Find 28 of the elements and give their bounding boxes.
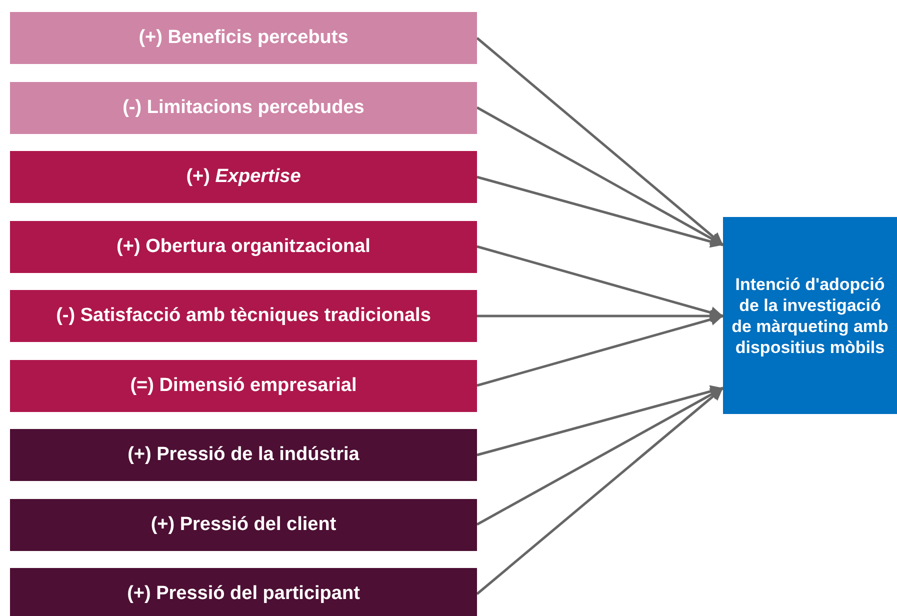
node-label: (+) Pressió del participant xyxy=(127,583,360,605)
node-label: Intenció d'adopció de la investigació de màrqueting amb dispositius mòbils xyxy=(730,274,890,358)
node-label: (+) Beneficis percebuts xyxy=(138,27,348,49)
factor-box xyxy=(10,290,477,342)
outcome-box xyxy=(723,217,897,414)
arrow xyxy=(476,387,724,595)
arrow xyxy=(476,385,724,456)
factor-box xyxy=(10,82,477,134)
factor-box xyxy=(10,220,477,272)
factor-box xyxy=(10,498,477,550)
node-label: (+) Pressió de la indústria xyxy=(128,444,360,466)
node-label: (=) Dimensió empresarial xyxy=(130,374,357,396)
arrow xyxy=(476,313,724,387)
node-label: (+) Pressió del client xyxy=(150,514,336,536)
arrow xyxy=(476,176,724,248)
arrow xyxy=(476,106,724,246)
node-label: (-) Satisfacció amb tècniques tradicionals xyxy=(56,305,431,327)
factor-box xyxy=(10,151,477,203)
arrow xyxy=(476,386,724,526)
node-label: (+) Expertise xyxy=(186,166,301,188)
node-label: (+) Obertura organitzacional xyxy=(116,236,370,258)
factor-box xyxy=(10,360,477,412)
arrow xyxy=(476,245,724,319)
factor-box xyxy=(10,429,477,481)
arrow xyxy=(476,37,724,246)
factor-box xyxy=(10,12,477,64)
factor-box xyxy=(10,568,477,616)
node-label: (-) Limitacions percebudes xyxy=(122,96,364,118)
